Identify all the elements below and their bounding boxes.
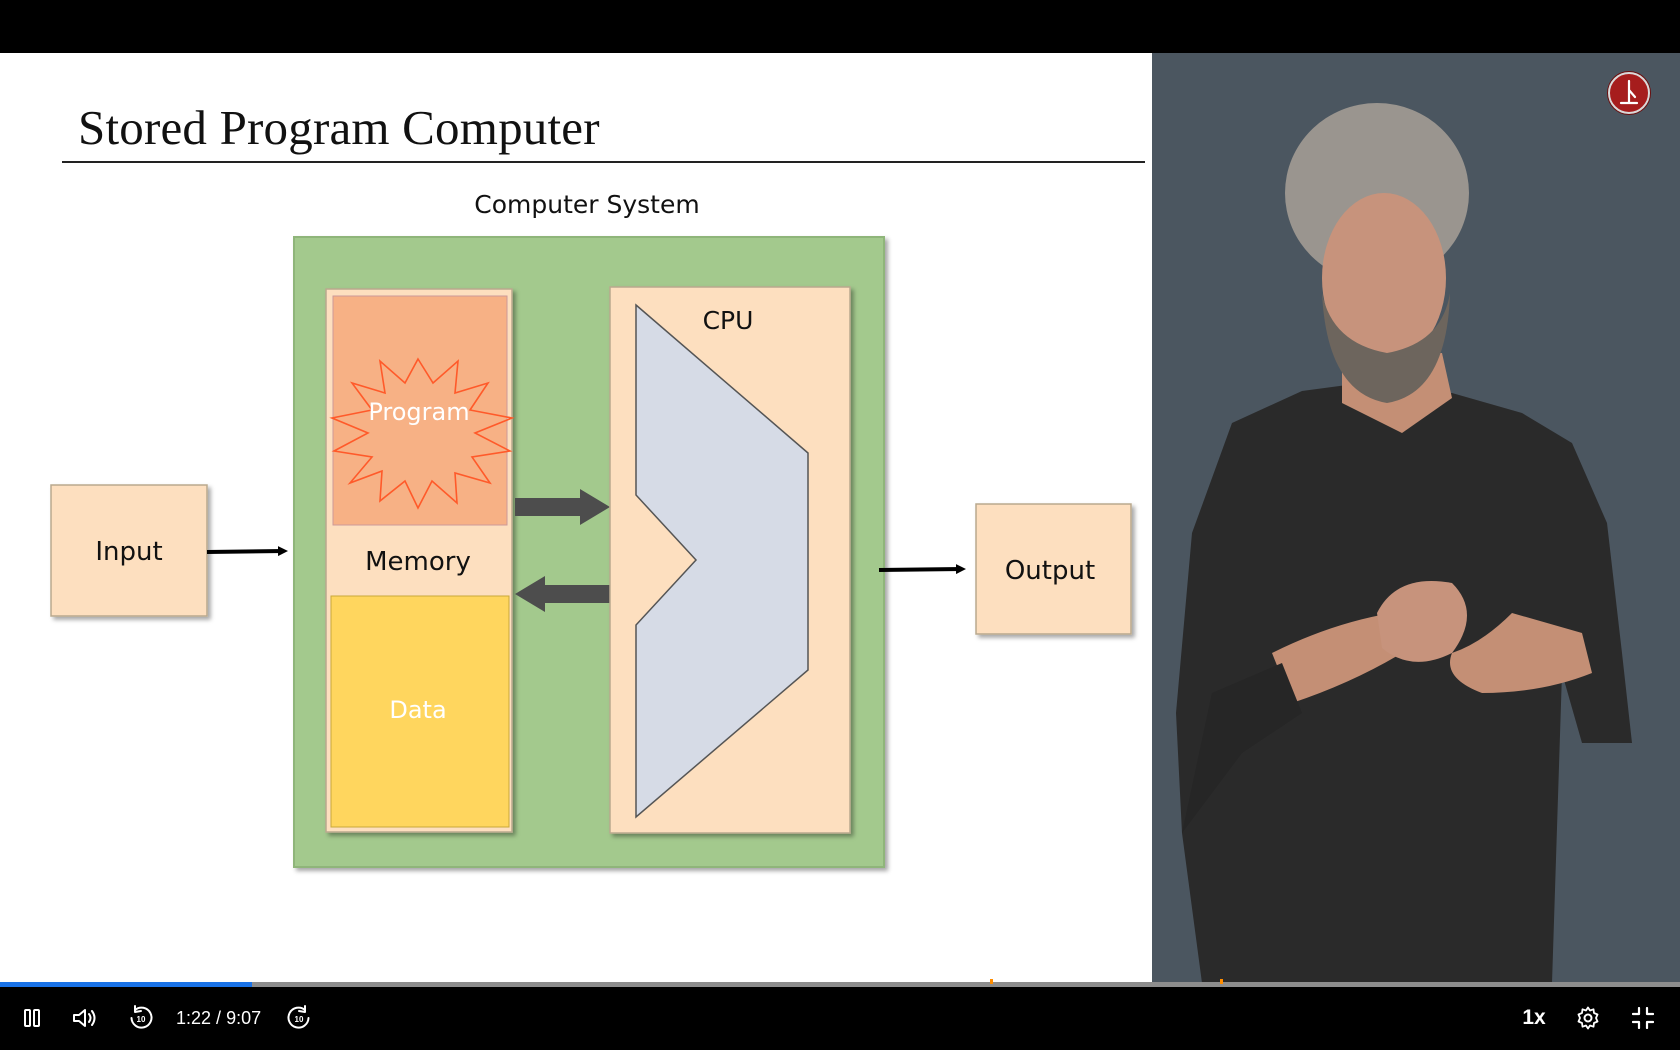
chapter-marker <box>1220 979 1223 984</box>
presenter-video <box>1152 53 1680 983</box>
program-label: Program <box>368 398 469 426</box>
volume-icon <box>73 1009 96 1027</box>
alu-shape <box>635 303 809 819</box>
progress-bar[interactable] <box>0 979 1680 987</box>
computer-system-label: Computer System <box>474 190 699 219</box>
time-display: 1:22 / 9:07 <box>176 999 261 1037</box>
svg-text:10: 10 <box>137 1015 146 1024</box>
data-label: Data <box>389 696 446 724</box>
title-rule <box>62 161 1145 163</box>
forward-10-icon: 10 <box>287 1005 310 1029</box>
memory-label: Memory <box>365 547 471 577</box>
player-controls: 10 1:22 / 9:07 10 1x <box>0 987 1680 1050</box>
chapter-marker <box>990 979 993 984</box>
playback-speed-button[interactable]: 1x <box>1522 1006 1546 1029</box>
progress-played <box>0 982 252 987</box>
fullscreen-exit-icon <box>1632 1007 1654 1029</box>
rewind-10-icon: 10 <box>130 1005 153 1029</box>
data-region <box>330 595 510 828</box>
presenter-figure <box>1176 103 1632 983</box>
program-region <box>332 295 508 526</box>
output-label: Output <box>1005 556 1095 586</box>
volume-button[interactable] <box>68 999 102 1037</box>
rewind-10-button[interactable]: 10 <box>124 999 158 1037</box>
pause-button[interactable] <box>16 999 48 1037</box>
program-starburst <box>329 357 515 510</box>
video-area[interactable]: Stored Program Computer Computer System <box>0 53 1680 983</box>
time-separator: / <box>211 1007 227 1028</box>
input-arrow <box>206 546 288 557</box>
forward-10-button[interactable]: 10 <box>282 999 316 1037</box>
cpu-to-memory-arrow <box>515 576 610 612</box>
slide-title: Stored Program Computer <box>78 100 600 155</box>
input-label: Input <box>95 537 162 567</box>
duration: 9:07 <box>226 1007 262 1028</box>
slide: Stored Program Computer Computer System <box>0 53 1152 983</box>
current-time: 1:22 <box>176 1007 212 1028</box>
settings-icon <box>1577 1006 1599 1030</box>
output-box <box>975 503 1132 635</box>
svg-text:10: 10 <box>295 1015 304 1024</box>
memory-to-cpu-arrow <box>515 489 610 525</box>
cpu-label: CPU <box>703 306 754 335</box>
fullscreen-exit-button[interactable] <box>1626 999 1660 1037</box>
pause-icon <box>24 1009 40 1027</box>
channel-logo <box>1608 72 1650 114</box>
input-box <box>50 484 208 617</box>
output-arrow <box>878 564 966 575</box>
stored-program-diagram: Computer System Program Memory Data CPU … <box>50 190 1132 868</box>
settings-button[interactable] <box>1571 999 1605 1037</box>
